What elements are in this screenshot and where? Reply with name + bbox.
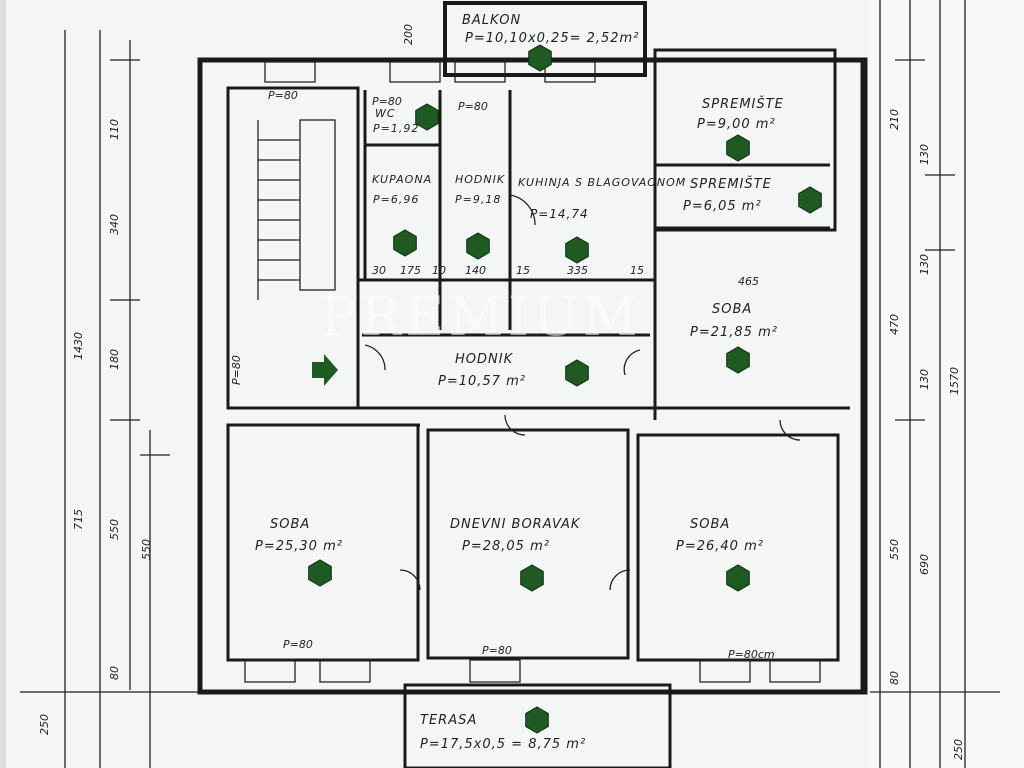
dimension-text: P=80 bbox=[372, 95, 402, 108]
room-area: P=10,10x0,25= 2,52m² bbox=[465, 31, 639, 46]
room-area: P=28,05 m² bbox=[462, 539, 550, 554]
hexagon-marker-icon bbox=[798, 186, 822, 214]
hexagon-marker-icon bbox=[726, 564, 750, 592]
room-name: HODNIK bbox=[455, 173, 505, 186]
dimension-text: 335 bbox=[567, 264, 588, 277]
dimension-text: 80 bbox=[108, 666, 121, 680]
dimension-text: 470 bbox=[888, 314, 901, 335]
room-area: P=26,40 m² bbox=[676, 539, 764, 554]
room-name: SOBA bbox=[690, 517, 730, 532]
hexagon-marker-icon bbox=[466, 232, 490, 260]
hexagon-marker-icon bbox=[726, 346, 750, 374]
room-name: SOBA bbox=[270, 517, 310, 532]
dimension-text: 130 bbox=[918, 254, 931, 275]
dimension-text: P=80cm bbox=[728, 648, 775, 661]
dimension-text: 200 bbox=[402, 24, 415, 45]
dimension-text: 550 bbox=[140, 539, 153, 560]
dimension-text: 15 bbox=[516, 264, 530, 277]
dimension-text: 140 bbox=[465, 264, 486, 277]
dimension-text: 715 bbox=[72, 509, 85, 530]
dimension-text: 250 bbox=[38, 714, 51, 735]
dimension-text: 15 bbox=[630, 264, 644, 277]
dimension-text: 30 bbox=[372, 264, 386, 277]
room-area: P=17,5x0,5 = 8,75 m² bbox=[420, 737, 586, 752]
dimension-text: 340 bbox=[108, 214, 121, 235]
room-area: P=9,00 m² bbox=[697, 117, 776, 132]
room-name: DNEVNI BORAVAK bbox=[450, 517, 581, 532]
dimension-text: P=80 bbox=[458, 100, 488, 113]
room-area: P=14,74 bbox=[530, 207, 589, 221]
room-area: P=21,85 m² bbox=[690, 325, 778, 340]
room-name: BALKON bbox=[462, 13, 521, 28]
paper-edge-left bbox=[0, 0, 6, 768]
room-labels: BALKON P=10,10x0,25= 2,52m² WC P=1,92 KU… bbox=[255, 13, 784, 752]
dimension-text: 690 bbox=[918, 554, 931, 575]
dimension-text: P=80 bbox=[283, 638, 313, 651]
room-area: P=6,96 bbox=[373, 193, 419, 206]
hexagon-marker-icon bbox=[726, 134, 750, 162]
dimension-text: 175 bbox=[400, 264, 421, 277]
dimension-text: P=80 bbox=[230, 355, 243, 385]
dimension-lines bbox=[20, 0, 1000, 768]
room-name: SPREMIŠTE bbox=[702, 96, 784, 112]
hexagon-marker-icon bbox=[520, 564, 544, 592]
room-area: P=9,18 bbox=[455, 193, 501, 206]
room-area: P=25,30 m² bbox=[255, 539, 343, 554]
dimension-text: P=80 bbox=[482, 644, 512, 657]
hexagon-marker-icon bbox=[528, 44, 552, 72]
room-name: HODNIK bbox=[455, 352, 514, 367]
room-markers bbox=[308, 44, 822, 734]
room-area: P=1,92 bbox=[373, 122, 419, 135]
dimension-text: 550 bbox=[108, 519, 121, 540]
room-name: KUPAONA bbox=[372, 173, 432, 186]
entrance-arrow-icon bbox=[312, 354, 338, 386]
room-area: P=6,05 m² bbox=[683, 199, 762, 214]
hexagon-marker-icon bbox=[525, 706, 549, 734]
hexagon-marker-icon bbox=[308, 559, 332, 587]
dimension-text: 180 bbox=[108, 349, 121, 370]
room-area: P=10,57 m² bbox=[438, 374, 526, 389]
dimension-labels: 1430 715 550 550 340 180 110 80 250 200 … bbox=[38, 24, 965, 760]
dimension-text: 130 bbox=[918, 369, 931, 390]
hexagon-marker-icon bbox=[565, 359, 589, 387]
room-name: KUHINJA S BLAGOVAONOM bbox=[518, 176, 686, 189]
room-name: SOBA bbox=[712, 302, 752, 317]
dimension-text: 465 bbox=[738, 275, 759, 288]
dimension-text: 10 bbox=[432, 264, 446, 277]
room-name: SPREMIŠTE bbox=[690, 176, 772, 192]
paper-edge bbox=[870, 0, 1024, 768]
dimension-text: 80 bbox=[888, 671, 901, 685]
dimension-text: 250 bbox=[952, 739, 965, 760]
hexagon-marker-icon bbox=[415, 103, 439, 131]
dimension-text: 550 bbox=[888, 539, 901, 560]
hexagon-marker-icon bbox=[565, 236, 589, 264]
watermark: PREMIUM bbox=[320, 285, 642, 348]
room-name: TERASA bbox=[420, 713, 477, 728]
dimension-text: 1430 bbox=[72, 332, 85, 360]
dimension-text: 110 bbox=[108, 119, 121, 140]
dimension-text: 1570 bbox=[948, 367, 961, 395]
hexagon-marker-icon bbox=[393, 229, 417, 257]
room-name: WC bbox=[375, 107, 396, 120]
dimension-text: 210 bbox=[888, 109, 901, 130]
dimension-text: 130 bbox=[918, 144, 931, 165]
dimension-text: P=80 bbox=[268, 89, 298, 102]
